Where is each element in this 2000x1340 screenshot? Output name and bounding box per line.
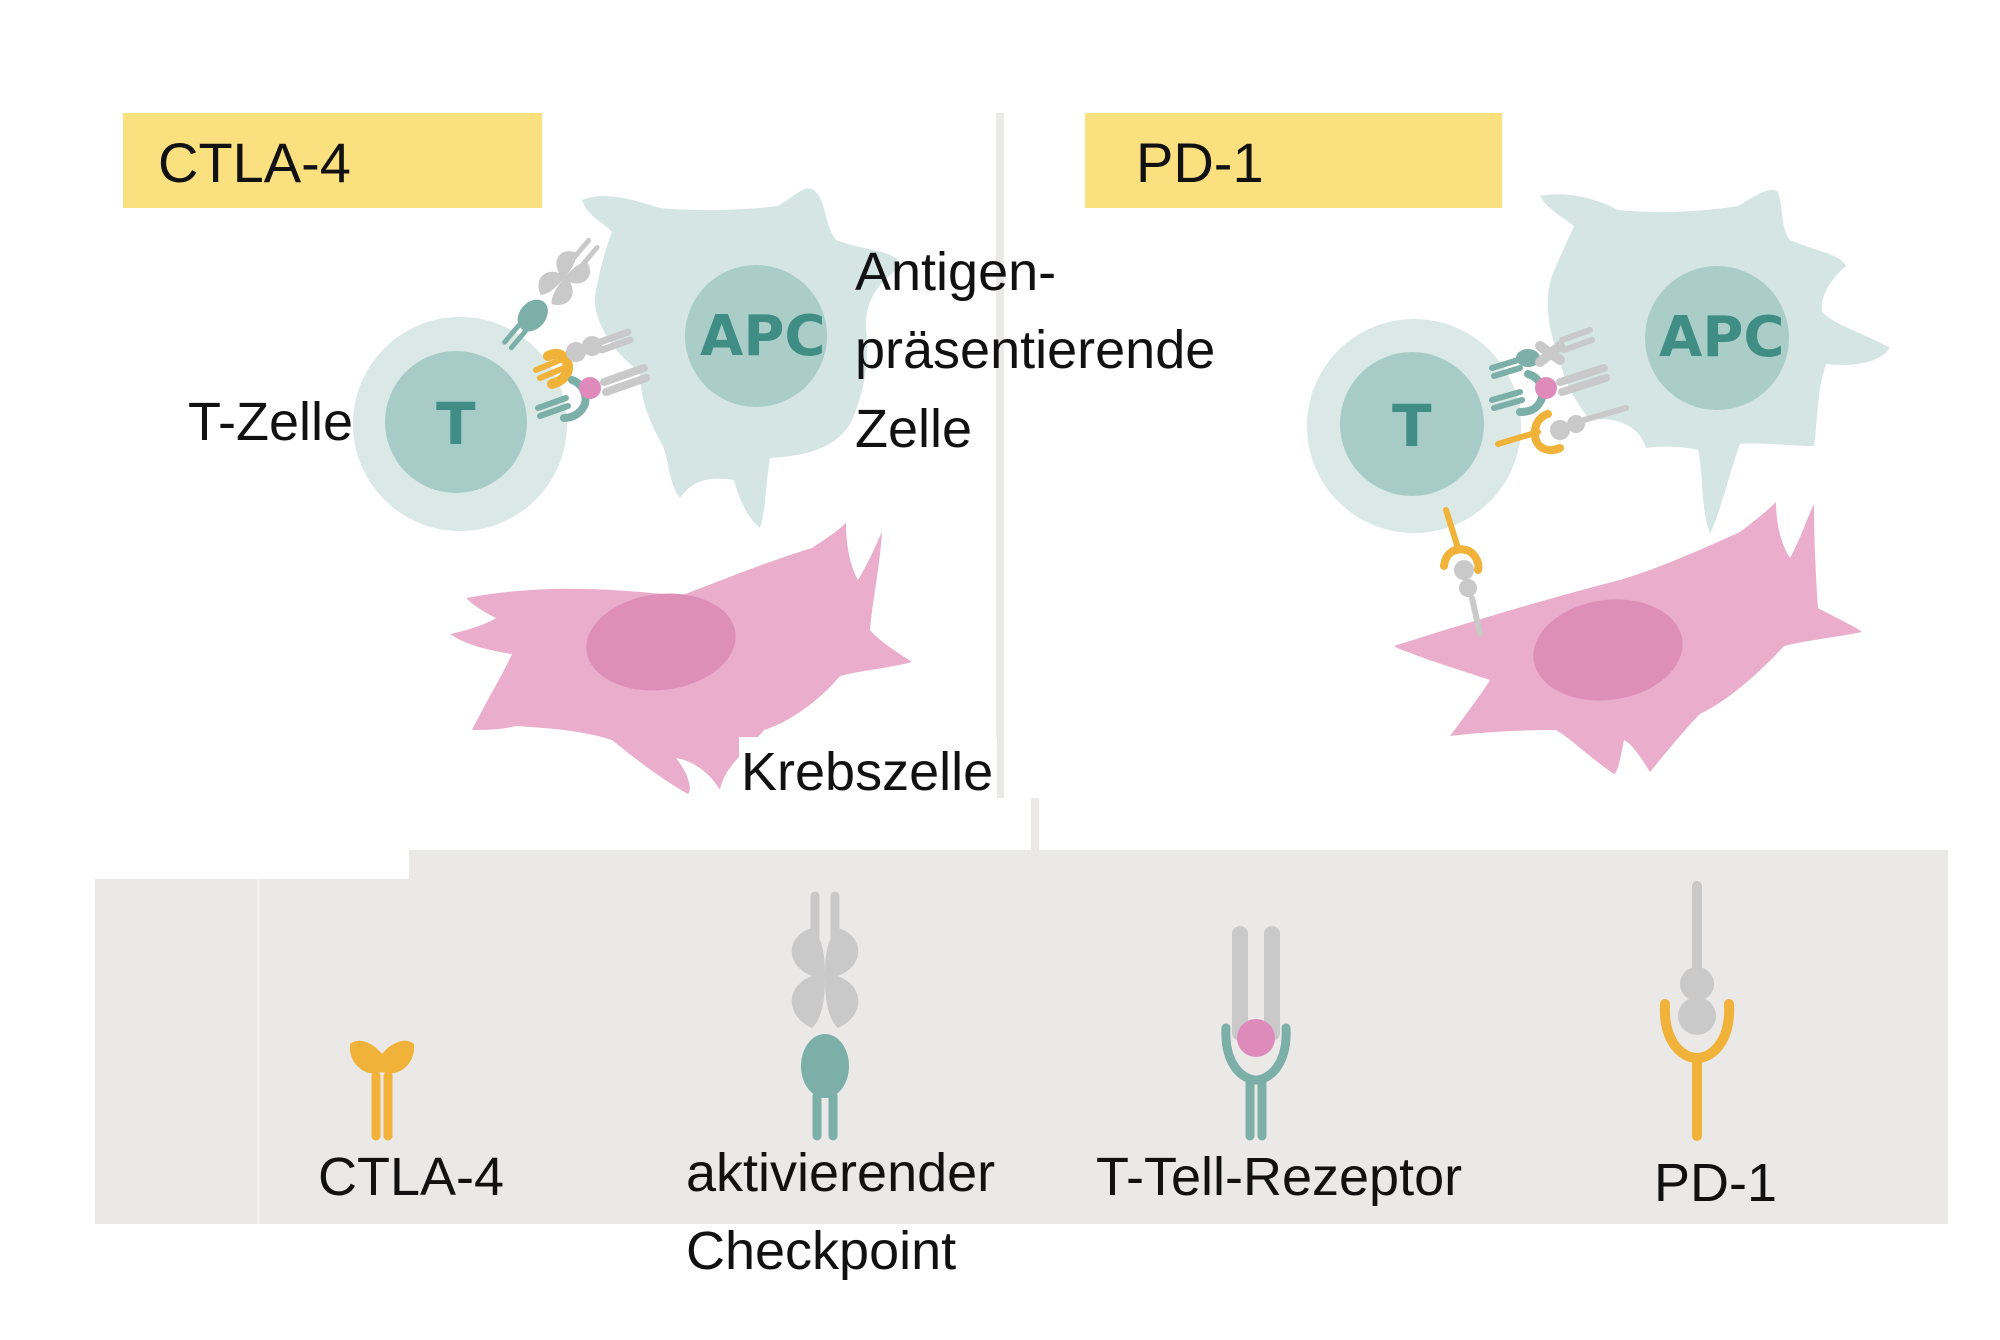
pd1-tcr-complex — [1489, 364, 1610, 416]
t-cell-letter: T — [1392, 392, 1432, 460]
t-cell-nucleus — [1340, 352, 1484, 496]
t-cell-nucleus — [385, 351, 527, 493]
legend-pd1-label: PD-1 — [1654, 1153, 1778, 1213]
pd1-bound-to-apc-ligand — [1495, 405, 1629, 455]
panel-divider-join — [1031, 798, 1039, 850]
ctla4-panel-title: CTLA-4 — [158, 131, 351, 194]
ctla4-title-banner — [123, 113, 542, 208]
apc-nucleus — [1645, 266, 1789, 410]
pd1-activating-checkpoint-complex — [1489, 327, 1595, 379]
legend-activating-checkpoint-label-line-2: Checkpoint — [686, 1221, 957, 1281]
apc-letter: APC — [1659, 305, 1785, 370]
apc-label-line-2: präsentierende — [855, 320, 1216, 380]
cancer-cell-label: Krebszelle — [739, 737, 998, 807]
t-cell-letter: T — [436, 390, 476, 458]
ctla4-bound-to-ligand — [533, 328, 634, 389]
legend-activating-checkpoint-label-line-1: aktivierender — [686, 1143, 996, 1203]
ctla4-tcr-complex — [535, 364, 650, 422]
pd1-bound-to-cancer-ligand — [1440, 507, 1483, 637]
apc-letter: APC — [700, 304, 826, 369]
apc-label-line-1: Antigen- — [855, 242, 1057, 302]
t-cell-label: T-Zelle — [188, 392, 354, 452]
pd1-title-banner — [1085, 113, 1502, 208]
panel-divider — [996, 113, 1004, 798]
legend-t-cell-receptor-label: T-Tell-Rezeptor — [1096, 1147, 1463, 1207]
cancer-cell-nucleus — [586, 593, 736, 691]
apc-label-line-3: Zelle — [855, 399, 973, 459]
cancer-cell-nucleus — [1533, 599, 1683, 701]
pd1-panel-title: PD-1 — [1136, 131, 1264, 194]
apc-nucleus — [685, 265, 827, 407]
legend-inner-edge — [257, 879, 260, 1224]
legend-background — [95, 850, 1948, 1224]
legend-ctla4-label: CTLA-4 — [318, 1147, 505, 1207]
